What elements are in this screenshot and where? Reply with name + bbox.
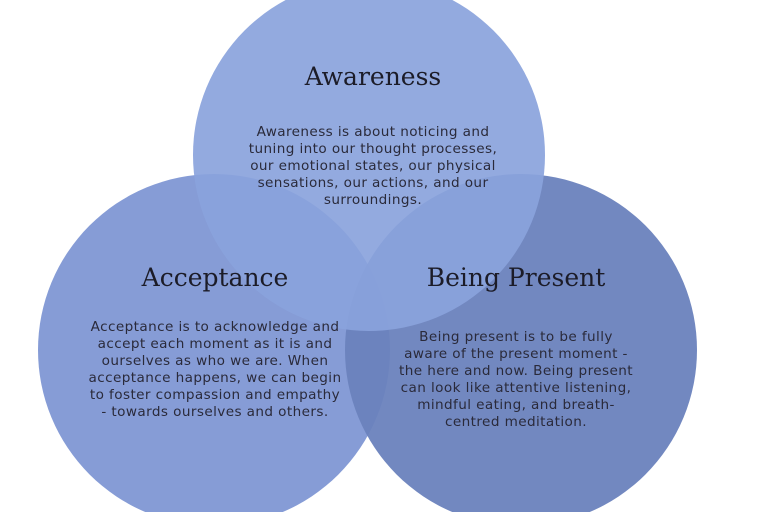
acceptance-description: Acceptance is to acknowledge and accept … (88, 319, 342, 420)
awareness-description: Awareness is about noticing and tuning i… (248, 124, 498, 208)
awareness-title: Awareness (304, 62, 442, 91)
acceptance-section: Acceptance Acceptance is to acknowledge … (86, 263, 344, 421)
being-present-description: Being present is to be fully aware of th… (398, 329, 634, 430)
being-present-title: Being Present (426, 263, 606, 292)
awareness-circle (193, 0, 545, 331)
being-present-section: Being Present Being present is to be ful… (398, 263, 634, 431)
awareness-section: Awareness Awareness is about noticing an… (243, 62, 503, 209)
acceptance-title: Acceptance (141, 263, 289, 292)
